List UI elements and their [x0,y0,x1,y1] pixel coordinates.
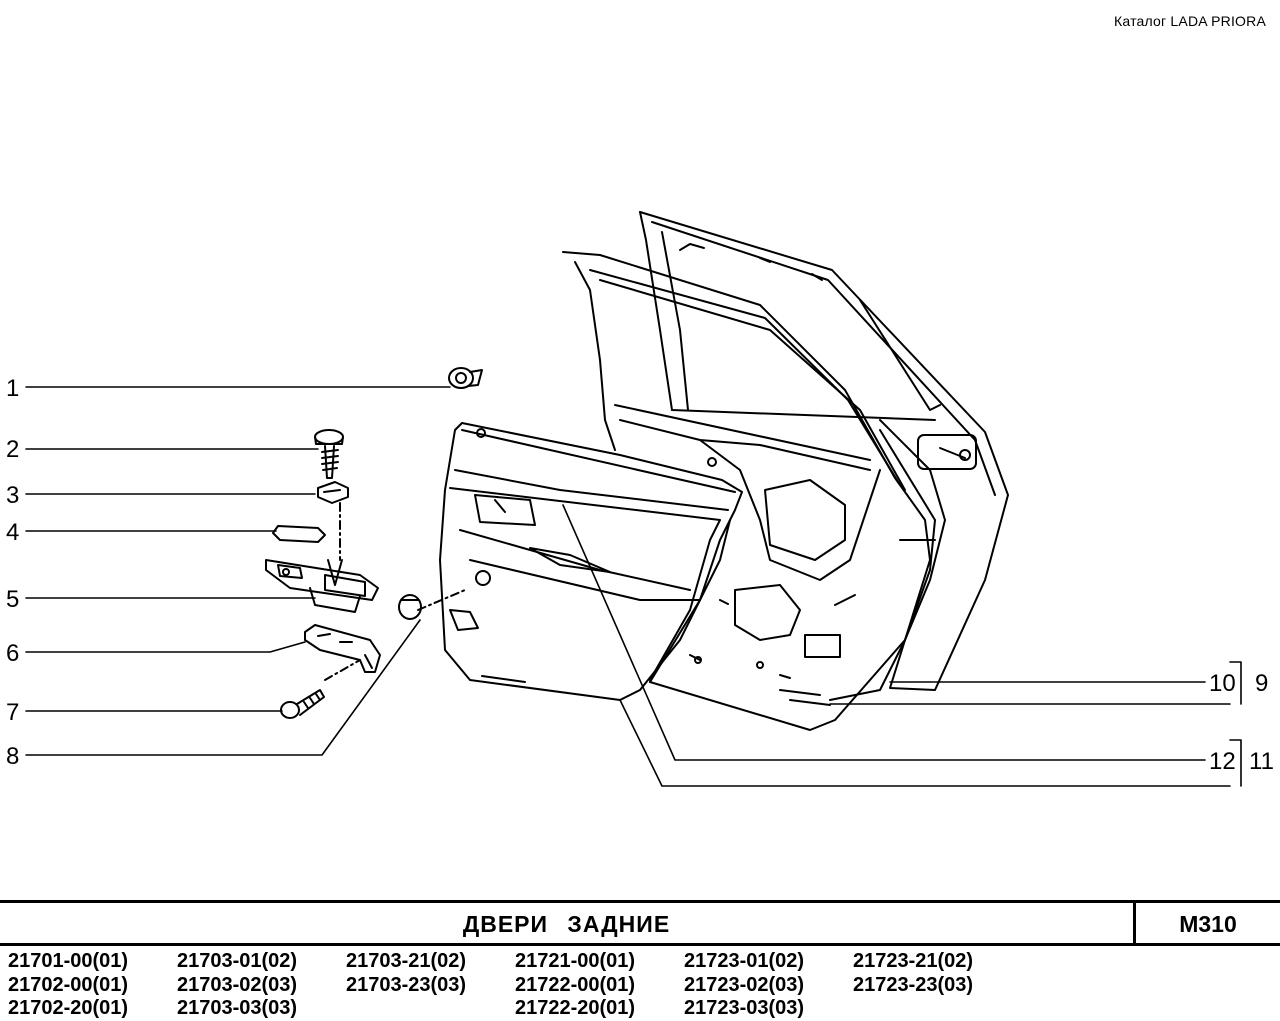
callout-3: 3 [6,482,19,509]
model-code: 21703-03(03) [177,997,298,1019]
bolt-part-7 [280,689,325,719]
section-code: M310 [1133,903,1280,943]
model-code: 21702-00(01) [8,974,129,996]
model-code: 21722-20(01) [515,997,636,1019]
door-trim-panel [439,422,743,701]
model-code: 21703-02(03) [177,974,298,996]
model-code: 21723-03(03) [684,997,805,1019]
callout-10: 10 [1209,670,1236,697]
model-code: 21723-23(03) [853,974,974,996]
door-frame-outer [639,211,1009,701]
title-bar: ДВЕРИ ЗАДНИЕ M310 [0,900,1280,946]
plug-part-8 [398,594,422,620]
door-body [562,251,931,731]
model-code: 21723-21(02) [853,950,974,972]
leader-lines [25,386,1242,787]
clip-part-1 [448,367,483,389]
callout-12: 12 [1209,748,1236,775]
callout-6: 6 [6,640,19,667]
model-code: 21702-20(01) [8,997,129,1019]
screw-part-2 [314,429,344,479]
catalog-header: Каталог LADA PRIORA [1114,13,1266,29]
cover-plate-part-4 [272,525,326,543]
callout-9: 9 [1255,670,1268,697]
bracket-part-3 [317,481,349,504]
callout-11: 11 [1249,748,1274,775]
callout-5: 5 [6,586,19,613]
model-code: 21703-01(02) [177,950,298,972]
model-code: 21723-01(02) [684,950,805,972]
rear-door-exploded-diagram: 1 2 3 4 5 6 7 8 10 9 12 11 [6,211,1274,787]
model-code: 21721-00(01) [515,950,636,972]
switch-housing-part-5 [265,559,379,613]
callout-8: 8 [6,743,19,770]
callout-1: 1 [6,375,19,402]
model-code: 21701-00(01) [8,950,129,972]
model-code: 21722-00(01) [515,974,636,996]
callout-4: 4 [6,519,19,546]
model-code: 21723-02(03) [684,974,805,996]
section-title: ДВЕРИ ЗАДНИЕ [462,911,671,937]
callout-2: 2 [6,436,19,463]
callout-7: 7 [6,699,19,726]
mounting-bracket-part-6 [304,624,381,673]
model-code: 21703-23(03) [346,974,467,996]
model-code: 21703-21(02) [346,950,467,972]
